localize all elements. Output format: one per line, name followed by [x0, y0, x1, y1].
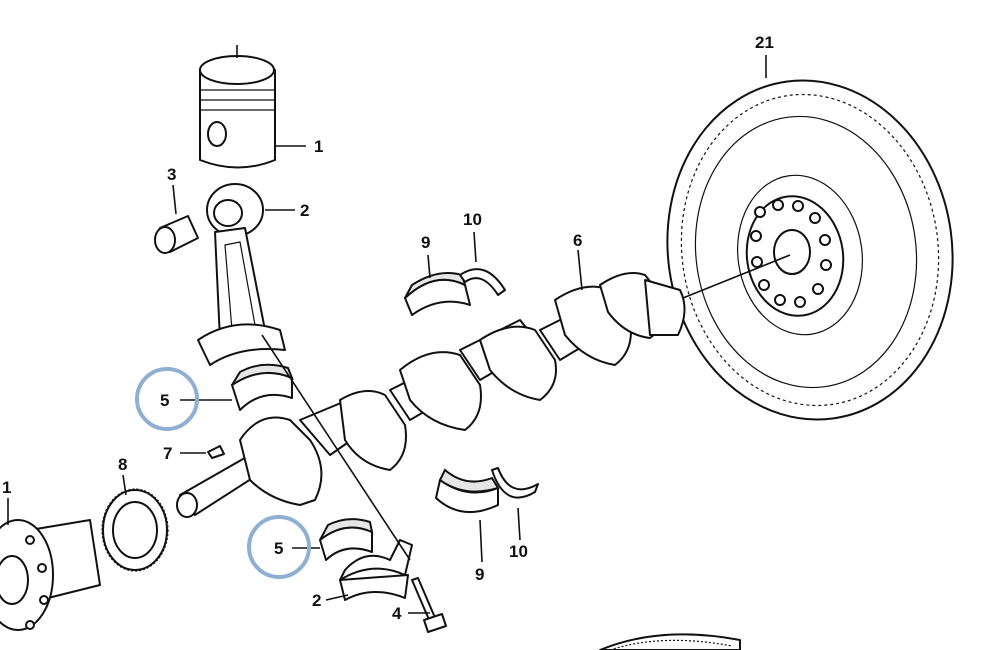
gear — [101, 474, 169, 572]
flywheel — [666, 55, 954, 421]
label-gear: 8 — [118, 455, 127, 474]
connecting-rod — [197, 183, 295, 366]
thrust-washer-top — [459, 231, 506, 296]
bearing-shell-upper — [180, 363, 294, 411]
label-crank-hub: 1 — [2, 478, 11, 497]
flywheel-partial-bottom — [599, 633, 741, 650]
label-bearing-shell-upper: 5 — [160, 391, 169, 410]
label-piston-pin: 3 — [167, 165, 176, 184]
highlight-circle-upper — [135, 367, 199, 431]
label-plug: 7 — [163, 444, 172, 463]
label-flywheel: 21 — [755, 33, 774, 52]
highlight-circle-lower — [247, 515, 311, 579]
label-connecting-rod: 2 — [300, 201, 309, 220]
piston-pin — [154, 184, 199, 254]
crank-hub — [0, 498, 101, 631]
label-rod-cap: 2 — [312, 591, 321, 610]
label-crankshaft: 6 — [573, 231, 582, 250]
crankshaft — [176, 249, 686, 518]
rod-cap — [325, 539, 413, 601]
main-bearing-top — [404, 254, 471, 316]
label-piston: 1 — [314, 137, 323, 156]
label-main-bearing-top: 9 — [421, 233, 430, 252]
thrust-washer-bottom — [491, 467, 539, 541]
bearing-shell-lower — [292, 518, 374, 561]
label-bolt: 4 — [392, 604, 402, 623]
piston — [199, 45, 306, 169]
label-thrust-washer-bottom: 10 — [509, 542, 528, 561]
label-main-bearing-bottom: 9 — [475, 565, 484, 584]
plug — [180, 445, 225, 459]
bolt — [408, 577, 447, 633]
label-thrust-washer-top: 10 — [463, 210, 482, 229]
main-bearing-bottom — [435, 468, 500, 563]
flywheel-bolt-holes — [750, 199, 832, 308]
label-bearing-shell-lower: 5 — [274, 539, 283, 558]
